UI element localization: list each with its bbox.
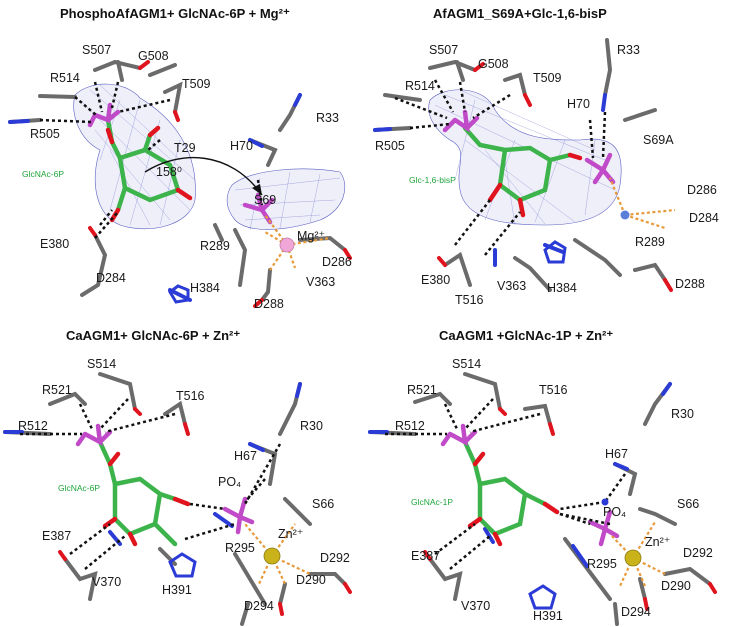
residue-label: D286 xyxy=(322,255,352,269)
residue-label: S507 xyxy=(82,43,112,57)
residue-label: R33 xyxy=(316,111,339,125)
residue-label: H67 xyxy=(605,447,628,461)
residue-label: T516 xyxy=(539,383,568,397)
panel-c-title: CaAGM1+ GlcNAc-6P + Zn²⁺ xyxy=(66,328,241,343)
residue-label: T516 xyxy=(455,293,484,307)
po4-label: PO₄ xyxy=(603,505,627,519)
ion-label: Zn²⁺ xyxy=(278,527,304,541)
residue-label: V370 xyxy=(92,575,122,589)
ligand-label: Glc-1,6-bisP xyxy=(409,175,456,185)
panel-d-structure xyxy=(368,372,717,626)
residue-label: D288 xyxy=(675,277,705,291)
residue-label: R33 xyxy=(617,43,640,57)
panel-b: AfAGM1_S69A+Glc-1,6-bisP xyxy=(365,0,730,313)
ion-label: Mg²⁺ xyxy=(297,229,326,243)
residue-label: D286 xyxy=(687,183,717,197)
panel-a-structure xyxy=(8,59,352,308)
residue-label: D284 xyxy=(96,271,126,285)
panel-a: PhosphoAfAGM1+ GlcNAc-6P + Mg²⁺ xyxy=(0,0,365,313)
residue-label: D294 xyxy=(244,599,274,613)
residue-label: H67 xyxy=(234,449,257,463)
residue-label: R512 xyxy=(395,419,425,433)
residue-label: R505 xyxy=(30,127,60,141)
residue-label: D290 xyxy=(296,573,326,587)
residue-label: V363 xyxy=(306,275,336,289)
residue-label: D288 xyxy=(254,297,284,311)
ion-label: Zn²⁺ xyxy=(645,535,671,549)
density-mesh xyxy=(428,89,622,226)
residue-label: T509 xyxy=(182,77,211,91)
density-mesh xyxy=(73,83,346,230)
zn-ion xyxy=(624,549,642,567)
residue-label: H384 xyxy=(190,281,220,295)
residue-label: S514 xyxy=(452,357,482,371)
residue-label: R295 xyxy=(225,541,255,555)
residue-label: S507 xyxy=(429,43,459,57)
residue-label: D294 xyxy=(621,605,651,619)
residue-label: H391 xyxy=(533,609,563,623)
residue-label: G508 xyxy=(138,49,169,63)
mg-ion xyxy=(279,237,295,253)
residue-label: D284 xyxy=(689,211,719,225)
water-molecule xyxy=(601,498,609,506)
po4-label: PO₄ xyxy=(218,475,242,489)
panel-c: CaAGM1+ GlcNAc-6P + Zn²⁺ xyxy=(0,314,365,627)
residue-label: G508 xyxy=(478,57,509,71)
water-molecule xyxy=(620,210,630,220)
residue-label: T29 xyxy=(174,141,196,155)
residue-label: E387 xyxy=(42,529,72,543)
residue-label: H391 xyxy=(162,583,192,597)
residue-label: S69A xyxy=(643,133,674,147)
residue-label: D290 xyxy=(661,579,691,593)
residue-label: V363 xyxy=(497,279,527,293)
residue-label: R521 xyxy=(407,383,437,397)
angle-label: 158⁰ xyxy=(156,165,182,179)
zn-ion xyxy=(263,547,281,565)
residue-label: R505 xyxy=(375,139,405,153)
panel-d: CaAGM1 +GlcNAc-1P + Zn²⁺ xyxy=(365,314,730,627)
residue-label: T516 xyxy=(176,389,205,403)
residue-label: R289 xyxy=(635,235,665,249)
ligand-label: GlcNAc-1P xyxy=(411,497,454,507)
panel-c-structure xyxy=(3,372,352,626)
residue-label: R295 xyxy=(587,557,617,571)
residue-label: E380 xyxy=(40,237,70,251)
residue-label: D292 xyxy=(320,551,350,565)
panel-d-title: CaAGM1 +GlcNAc-1P + Zn²⁺ xyxy=(439,328,614,343)
ligand-label: GlcNAc-6P xyxy=(58,483,101,493)
residue-label: S66 xyxy=(677,497,700,511)
residue-label: H70 xyxy=(567,97,590,111)
residue-label: S69 xyxy=(254,193,277,207)
residue-label: T509 xyxy=(533,71,562,85)
residue-label: R30 xyxy=(300,419,323,433)
residue-label: R514 xyxy=(50,71,80,85)
panel-b-title: AfAGM1_S69A+Glc-1,6-bisP xyxy=(433,6,607,21)
residue-label: R289 xyxy=(200,239,230,253)
residue-label: R514 xyxy=(405,79,435,93)
residue-label: V370 xyxy=(461,599,491,613)
residue-label: H384 xyxy=(547,281,577,295)
panel-a-title: PhosphoAfAGM1+ GlcNAc-6P + Mg²⁺ xyxy=(60,6,290,21)
residue-label: S66 xyxy=(312,497,335,511)
residue-label: H70 xyxy=(230,139,253,153)
residue-label: R512 xyxy=(18,419,48,433)
residue-label: R521 xyxy=(42,383,72,397)
residue-label: E387 xyxy=(411,549,441,563)
residue-label: D292 xyxy=(683,546,713,560)
residue-label: R30 xyxy=(671,407,694,421)
ligand-label: GlcNAc-6P xyxy=(22,169,65,179)
panel-b-structure xyxy=(373,38,676,292)
residue-label: S514 xyxy=(87,357,117,371)
residue-label: E380 xyxy=(421,273,451,287)
